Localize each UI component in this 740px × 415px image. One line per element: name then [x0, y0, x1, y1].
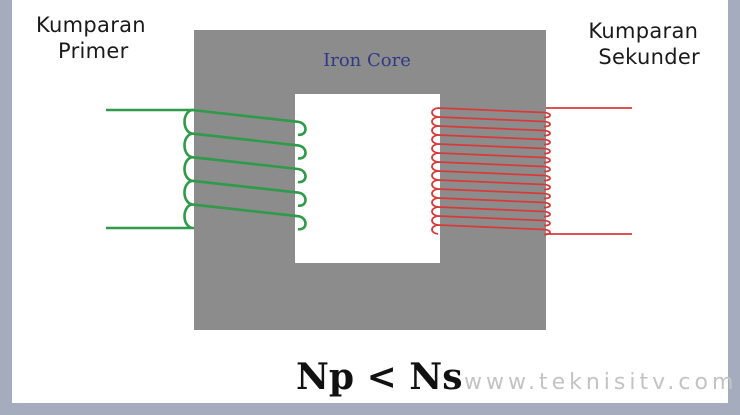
primary-label-line2: Primer [58, 39, 129, 64]
secondary-coil-turn [431, 224, 551, 236]
primary-coil-turn [183, 108, 307, 137]
iron-core-label: Iron Core [323, 50, 411, 71]
primary-coil [106, 108, 307, 231]
primary-label-line1: Kumparan [36, 13, 146, 37]
primary-coil-turn [183, 155, 307, 184]
primary-coil-label: Kumparan Primer [36, 12, 146, 65]
iron-core [194, 30, 546, 330]
transformer-diagram: Iron Core [106, 30, 632, 330]
primary-coil-turn [183, 132, 307, 160]
secondary-coil-label: Kumparan Sekunder [588, 18, 700, 71]
secondary-label-line2: Sekunder [598, 45, 700, 70]
turns-ratio-formula: Np < Ns [296, 356, 463, 398]
secondary-coil [431, 107, 632, 236]
primary-coil-turn [183, 203, 307, 231]
primary-coil-turn [183, 179, 307, 207]
watermark: www.teknisitv.com [464, 370, 738, 395]
secondary-label-line1: Kumparan [588, 19, 699, 43]
